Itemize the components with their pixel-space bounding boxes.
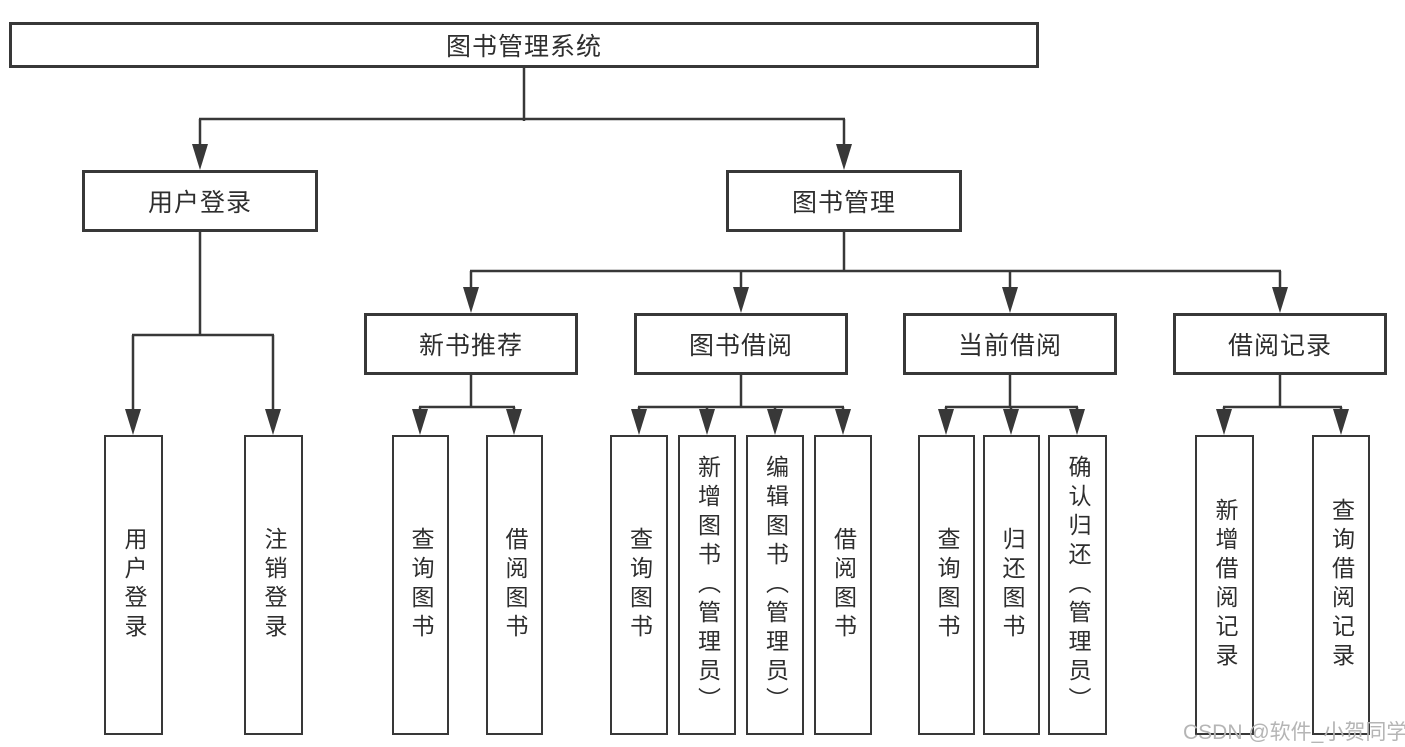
leaf-borrowing-borrow-books: 借阅图书 <box>814 435 872 735</box>
leaf-recommend-borrow-books: 借阅图书 <box>486 435 543 735</box>
node-new-book-recommendation: 新书推荐 <box>364 313 578 375</box>
connector-new-book-children <box>418 375 516 414</box>
arrowheads-root-to-branches <box>192 144 852 170</box>
arrowheads-book-management-children <box>463 287 1288 313</box>
leaf-borrowing-query-books: 查询图书 <box>610 435 668 735</box>
node-book-management: 图书管理 <box>726 170 962 232</box>
connector-root-to-branches <box>198 68 846 148</box>
arrowheads-user-login-children <box>125 409 281 435</box>
leaf-records-add-record: 新增借阅记录 <box>1195 435 1254 735</box>
arrowheads-current-borrow-children <box>938 409 1085 435</box>
leaf-records-query-record: 查询借阅记录 <box>1312 435 1370 735</box>
node-user-login: 用户登录 <box>82 170 318 232</box>
leaf-borrowing-add-books-admin: 新增图书（管理员） <box>678 435 736 735</box>
leaf-recommend-query-books: 查询图书 <box>392 435 449 735</box>
node-borrowing-records: 借阅记录 <box>1173 313 1387 375</box>
leaf-current-confirm-return-admin: 确认归还（管理员） <box>1048 435 1107 735</box>
connector-current-borrow-children <box>944 375 1079 414</box>
connector-borrow-records-children <box>1222 375 1343 414</box>
leaf-borrowing-edit-books-admin: 编辑图书（管理员） <box>746 435 804 735</box>
arrowheads-new-book-children <box>412 409 522 435</box>
node-book-borrowing: 图书借阅 <box>634 313 848 375</box>
csdn-watermark: CSDN @软件_小贺同学 <box>1183 721 1405 744</box>
leaf-current-return-books: 归还图书 <box>983 435 1040 735</box>
node-root: 图书管理系统 <box>9 22 1039 68</box>
node-current-borrowing: 当前借阅 <box>903 313 1117 375</box>
connector-book-borrow-children <box>637 375 845 414</box>
arrowheads-book-borrow-children <box>631 409 851 435</box>
leaf-user-login: 用户登录 <box>104 435 163 735</box>
connector-user-login-children <box>131 232 275 412</box>
arrowheads-borrow-records-children <box>1216 409 1349 435</box>
leaf-current-query-books: 查询图书 <box>918 435 975 735</box>
connector-book-management-children <box>469 232 1282 290</box>
leaf-logout-login: 注销登录 <box>244 435 303 735</box>
